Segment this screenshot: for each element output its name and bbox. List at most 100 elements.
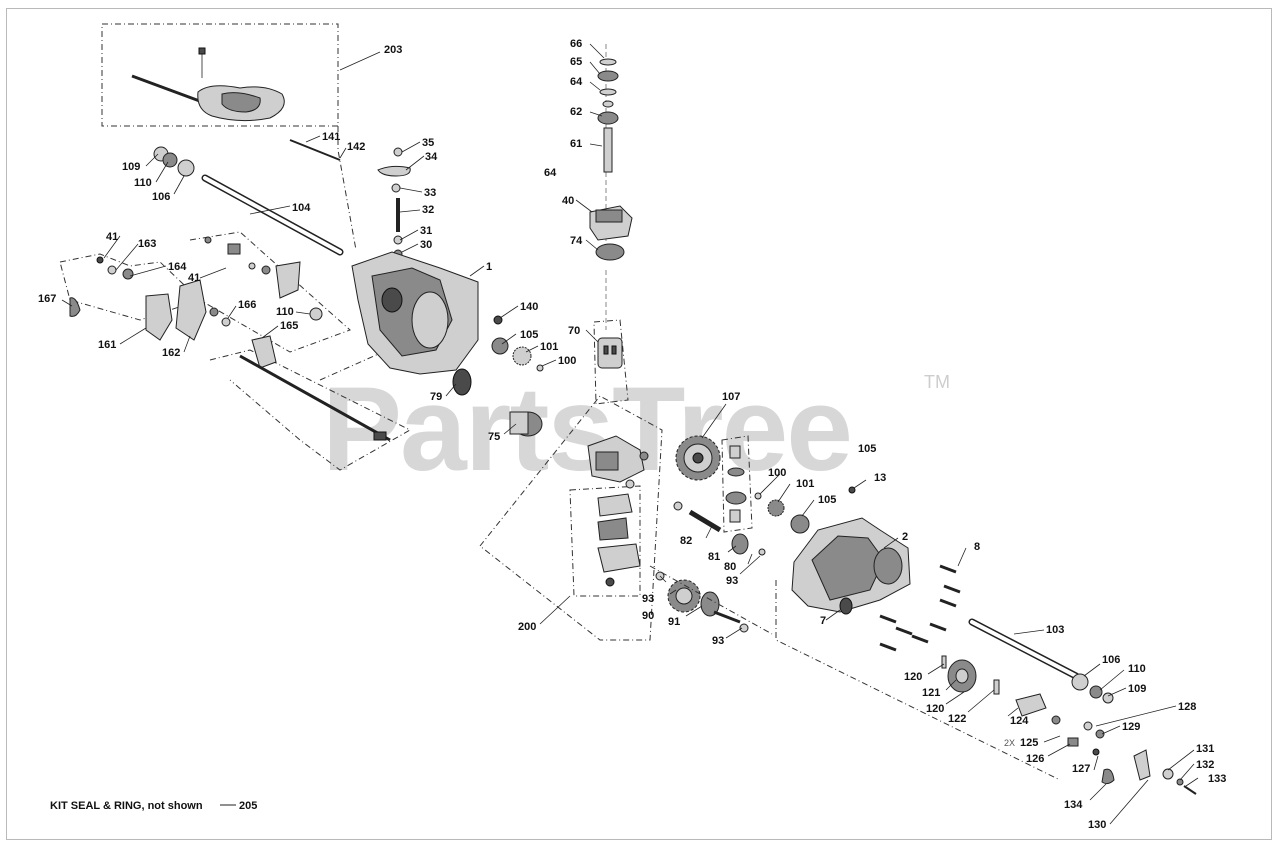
shaft-82	[688, 509, 722, 533]
callout-120a: 120	[904, 671, 922, 683]
bearing-74	[595, 243, 625, 261]
diff-gear	[725, 491, 747, 505]
callout-64a: 64	[570, 76, 583, 88]
arm-plate	[275, 261, 301, 299]
callout-128: 128	[1178, 701, 1196, 713]
part-70	[597, 337, 623, 369]
callout-126: 126	[1026, 753, 1044, 765]
callout-106b: 106	[1102, 654, 1120, 666]
callout-167: 167	[38, 293, 56, 305]
callout-41a: 41	[106, 231, 118, 243]
gear-105b	[790, 514, 810, 534]
callout-104: 104	[292, 202, 311, 214]
callout-74: 74	[570, 235, 583, 247]
bushing-106b	[1071, 673, 1089, 691]
callout-109: 109	[122, 161, 140, 173]
shift-rod	[131, 74, 206, 105]
callout-110b: 110	[276, 306, 294, 318]
callout-70: 70	[568, 325, 580, 337]
callout-35: 35	[422, 137, 434, 149]
callout-129: 129	[1122, 721, 1140, 733]
callout-110: 110	[134, 177, 152, 189]
bracket-124	[1015, 693, 1047, 717]
ring-66	[599, 58, 617, 66]
arm-130	[1133, 749, 1151, 781]
callout-121: 121	[922, 687, 940, 699]
callout-203: 203	[384, 44, 402, 56]
callout-131: 131	[1196, 743, 1214, 755]
bracket-161	[145, 293, 173, 341]
diagram-frame	[6, 8, 1272, 840]
callout-134: 134	[1064, 799, 1083, 811]
callout-93b: 93	[642, 593, 654, 605]
callout-61: 61	[570, 138, 582, 150]
callout-81: 81	[708, 551, 720, 563]
callout-41b: 41	[188, 272, 200, 284]
bearing-110	[162, 152, 178, 168]
rod-141	[289, 139, 341, 161]
callout-124: 124	[1010, 715, 1029, 727]
callout-32: 32	[422, 204, 434, 216]
callout-13: 13	[874, 472, 886, 484]
callout-106: 106	[152, 191, 170, 203]
callout-30: 30	[420, 239, 432, 251]
callout-122: 122	[948, 713, 966, 725]
callout-40: 40	[562, 195, 574, 207]
seal-7	[839, 597, 853, 615]
callout-91: 91	[668, 616, 680, 628]
callout-141: 141	[322, 131, 340, 143]
plate-162	[175, 279, 207, 341]
callout-133: 133	[1208, 773, 1226, 785]
callout-125: 125	[1020, 737, 1038, 749]
callout-142: 142	[347, 141, 365, 153]
callout-labels: 203 141 142 35 34 33 32 31 30 109 110 10…	[38, 38, 1226, 831]
callout-165: 165	[280, 320, 298, 332]
seal-110	[309, 307, 323, 321]
callout-90: 90	[642, 610, 654, 622]
spring-167	[69, 297, 81, 317]
spring-134	[1101, 768, 1115, 785]
callout-164: 164	[168, 261, 187, 273]
callout-80: 80	[724, 561, 736, 573]
callout-93c: 93	[712, 635, 724, 647]
callout-105c: 105	[818, 494, 836, 506]
callout-100b: 100	[768, 467, 786, 479]
gear-101a	[512, 346, 532, 366]
bolt	[198, 47, 206, 55]
shaft-61	[603, 127, 613, 173]
callout-75: 75	[488, 431, 500, 443]
callout-31: 31	[420, 225, 432, 237]
callout-101a: 101	[540, 341, 558, 353]
callout-93a: 93	[726, 575, 738, 587]
gear-105a	[491, 337, 509, 355]
callout-79: 79	[430, 391, 442, 403]
callout-105a: 105	[520, 329, 538, 341]
callout-161: 161	[98, 339, 116, 351]
callout-62: 62	[570, 106, 582, 118]
callout-1: 1	[486, 261, 492, 273]
callout-107: 107	[722, 391, 740, 403]
bushing-106	[177, 159, 195, 177]
callout-65: 65	[570, 56, 582, 68]
callout-105b: 105	[858, 443, 876, 455]
shift-cable	[239, 354, 391, 442]
bearing-65	[597, 70, 619, 82]
multiplier-2x: 2X	[1004, 738, 1015, 748]
callout-34: 34	[425, 151, 438, 163]
kit-part-205: 205	[239, 800, 257, 812]
callout-162: 162	[162, 347, 180, 359]
callout-8: 8	[974, 541, 980, 553]
callout-163: 163	[138, 238, 156, 250]
callout-166: 166	[238, 299, 256, 311]
callout-64b: 64	[544, 167, 557, 179]
callout-127: 127	[1072, 763, 1090, 775]
callout-82: 82	[680, 535, 692, 547]
bolt-row	[879, 564, 961, 652]
trademark-mark: TM	[924, 372, 950, 392]
leader-lines	[61, 43, 1199, 825]
callout-103: 103	[1046, 624, 1064, 636]
callout-120b: 120	[926, 703, 944, 715]
kit-200-outline	[479, 395, 663, 641]
bearing-79	[452, 368, 472, 396]
gear-101b	[767, 499, 785, 517]
